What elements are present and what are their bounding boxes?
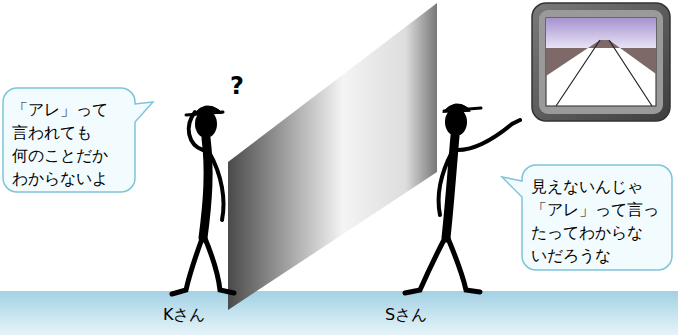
speech-text: 見えないんじゃ 「アレ」って言っ たってわからな いだろうな (531, 175, 667, 267)
question-mark: ? (230, 72, 244, 100)
bubble-shape (3, 88, 153, 192)
person-name: Kさん (163, 303, 206, 326)
speech-bubble: 「アレ」って 言われても 何のことだか わからないよ (3, 88, 135, 192)
television (532, 3, 670, 121)
speech-text: 「アレ」って 言われても 何のことだか わからないよ (12, 98, 137, 190)
speech-bubble: 見えないんじゃ 「アレ」って言っ たってわからな いだろうな (522, 165, 672, 270)
person-k-figure (172, 106, 234, 294)
person-name: Sさん (385, 303, 427, 326)
person-s-figure (405, 104, 520, 293)
wall (228, 3, 437, 310)
bubble-shape (502, 165, 672, 270)
name-band: Kさん Sさん (0, 291, 678, 335)
